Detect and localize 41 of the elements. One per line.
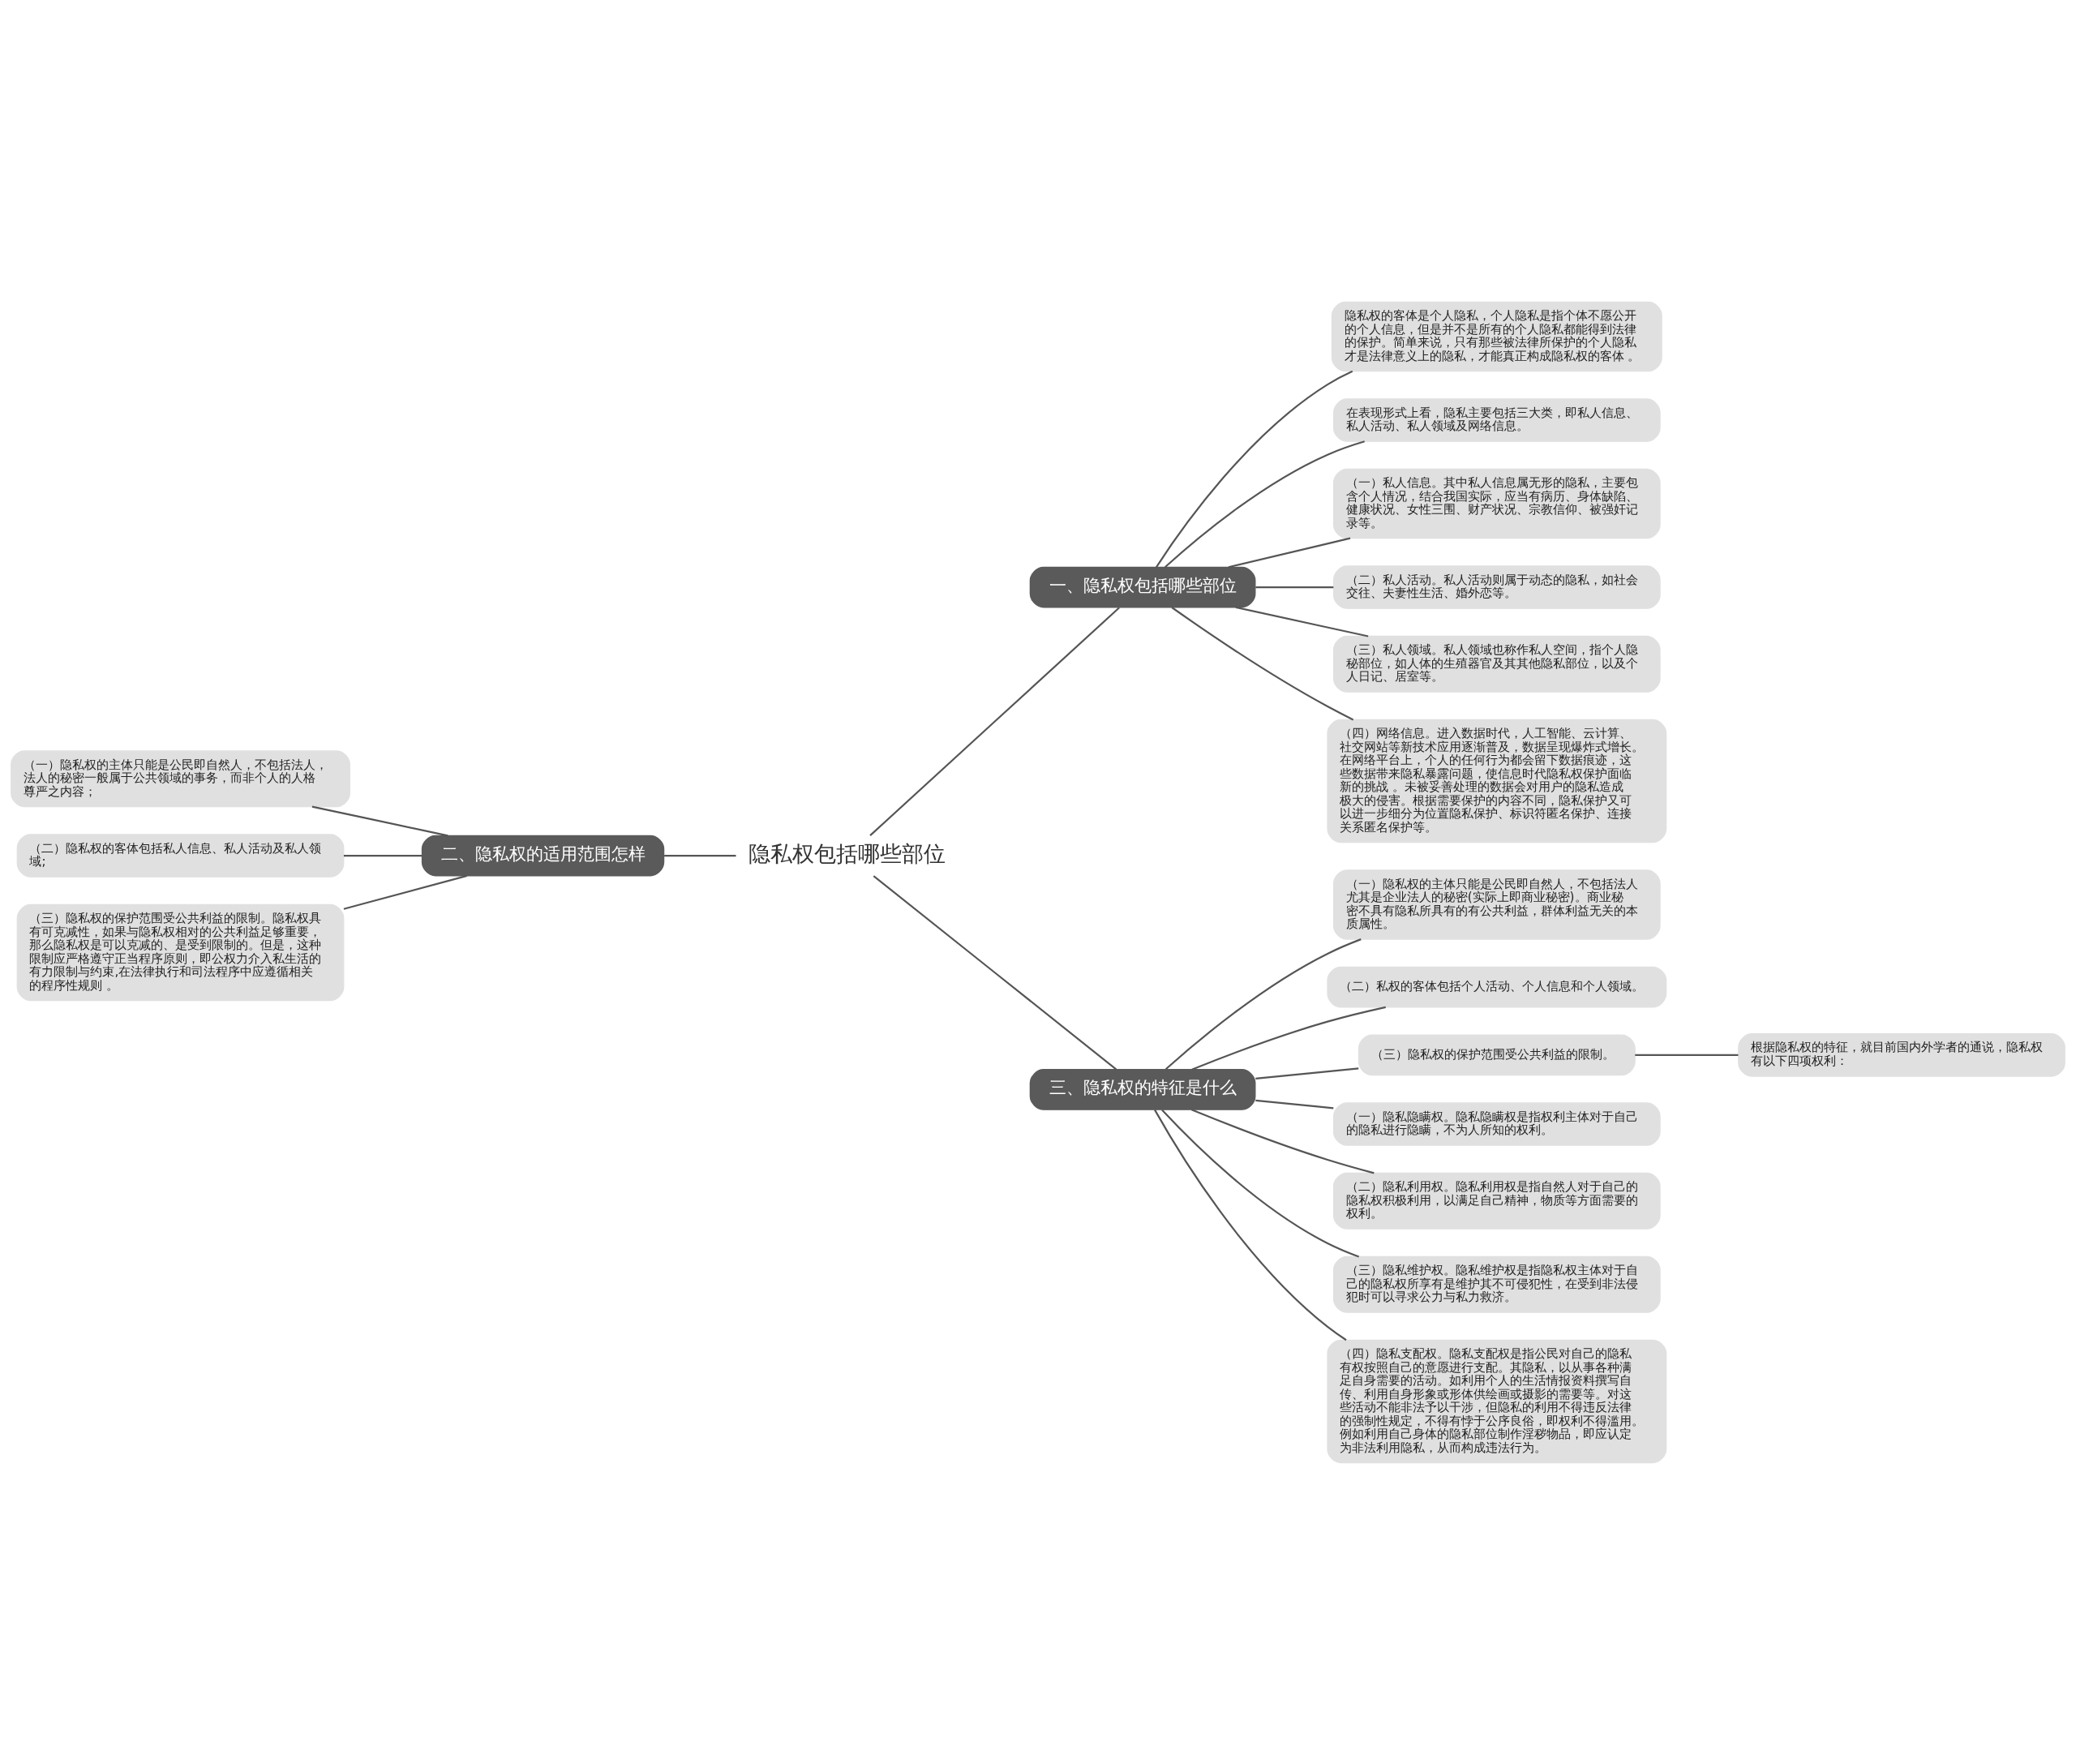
connector: [1635, 1054, 1739, 1056]
node-box: （三）隐私维护权。隐私维护权是指隐私权主体对于自己的隐私权所享有是维护其不可侵犯性，在受到非法侵犯时可以寻求公力与私力救济。: [1332, 1255, 1661, 1313]
connector: [1255, 1067, 1359, 1079]
node-box: （四）网络信息。进入数据时代，人工智能、云计算、社交网站等新技术应用逐渐普及，数据呈现爆炸式增长。在网络平台上，个人的任何行为都会留下数据痕迹，这些数据带来隐私暴露问题，使信息时代隐私权保护面临新的挑战 。未被妥善处理的数据会对用户的隐私造成极大的侵害。根据需要保护的内容不同，隐私保护又可以进一步细分为位置隐私保护、标识符匿名保护、连接关系匿名保护等。: [1327, 719, 1667, 843]
node-box: （三）私人领域。私人领域也称作私人空间，指个人隐秘部位，如人体的生殖器官及其其他隐私部位，以及个人日记、居室等。: [1332, 635, 1661, 693]
connector: [1191, 1006, 1386, 1071]
node-box: 根据隐私权的特征，就目前国内外学者的通说，隐私权有以下四项权利：: [1738, 1032, 2065, 1077]
node-box: （二）私人活动。私人活动则属于动态的隐私，如社会交往、夫妻性生活、婚外恋等。: [1332, 564, 1661, 609]
connector: [343, 874, 468, 910]
node-box: （一）隐私权的主体只能是公民即自然人，不包括法人，法人的秘密一般属于公共领域的事务，而非个人的人格尊严之内容；: [11, 749, 350, 807]
connector: [869, 606, 1120, 836]
connector: [311, 805, 448, 836]
connector: [1228, 537, 1351, 568]
node-box: 二、隐私权的适用范围怎样: [421, 835, 665, 876]
connector: [1171, 606, 1354, 720]
connector: [1161, 1109, 1360, 1257]
node-box: （三）隐私权的保护范围受公共利益的限制。: [1358, 1033, 1636, 1075]
connector: [873, 874, 1117, 1070]
node-box: （一）隐私权的主体只能是公民即自然人，不包括法人尤其是企业法人的秘密(实际上即商业秘密)。商业秘密不具有隐私所具有的有公共利益，群体利益无关的本质属性。: [1332, 869, 1661, 940]
node-box: 在表现形式上看，隐私主要包括三大类，即私人信息、私人活动、私人领域及网络信息。: [1332, 397, 1661, 442]
connector: [1156, 370, 1353, 568]
node-box: 三、隐私权的特征是什么: [1029, 1068, 1256, 1110]
node-box: （四）隐私支配权。隐私支配权是指公民对自己的隐私有权按照自己的意愿进行支配。其隐私，以从事各种满足自身需要的活动。如利用个人的生活情报资料撰写自传、利用自身形象或形体供绘画或摄影的需要等。对这些活动不能非法予以干涉，但隐私的利用不得违反法律的强制性规定，不得有悖于公序良俗，即权利不得滥用。例如利用自己身体的隐私部位制作淫秽物品，即应认定为非法利用隐私，从而构成违法行为。: [1327, 1339, 1667, 1463]
node-box: （三）隐私权的保护范围受公共利益的限制。隐私权具有可克减性，如果与隐私权相对的公共利益足够重要，那么隐私权是可以克减的、是受到限制的。但是，这种限制应严格遵守正当程序原则，即公权力介入私生活的有力限制与约束,在法律执行和司法程序中应遵循相关的程序性规则 。: [16, 903, 345, 1001]
node-box: 隐私权的客体是个人隐私，个人隐私是指个体不愿公开的个人信息，但是并不是所有的个人隐私都能得到法律的保护。简单来说，只有那些被法律所保护的个人隐私才是法律意义上的隐私，才能真正构成隐私权的客体 。: [1331, 301, 1662, 371]
connector: [1255, 1099, 1334, 1109]
node-box: （一）隐私隐瞒权。隐私隐瞒权是指权利主体对于自己的隐私进行隐瞒，不为人所知的权利。: [1332, 1101, 1661, 1146]
connector: [1255, 586, 1334, 588]
node-box: （二）隐私权的客体包括私人信息、私人活动及私人领域;: [16, 833, 345, 878]
node-text: 隐私权包括哪些部位: [748, 840, 946, 866]
node-box: （一）私人信息。其中私人信息属无形的隐私，主要包含个人情况，结合我国实际，应当有病历、身体缺陷、健康状况、女性三围、财产状况、宗教信仰、被强奸记录等。: [1332, 468, 1661, 539]
node-box: （二）隐私利用权。隐私利用权是指自然人对于自己的隐私权积极利用，以满足自己精神，物质等方面需要的权利。: [1332, 1172, 1661, 1230]
connector: [1165, 938, 1362, 1070]
connector: [1235, 606, 1369, 637]
node-box: 一、隐私权包括哪些部位: [1029, 566, 1256, 607]
connector: [1191, 1108, 1375, 1174]
connector: [1154, 1109, 1347, 1341]
connector: [1165, 440, 1365, 568]
connector: [664, 854, 736, 856]
connector: [343, 854, 422, 856]
node-box: （二）私权的客体包括个人活动、个人信息和个人领域。: [1327, 966, 1667, 1007]
